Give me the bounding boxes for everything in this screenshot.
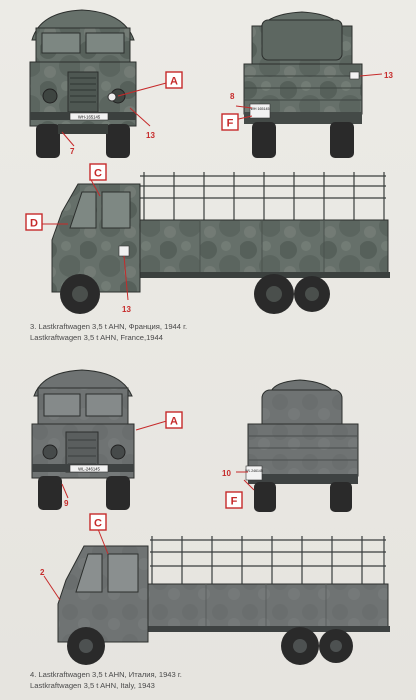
plate-rear-2: WL 246145 (245, 469, 262, 473)
caption-variant3-line2: Lastkraftwagen 3,5 t AHN, France,1944 (30, 333, 163, 342)
rear-view-1: WH 165145 (243, 11, 363, 158)
callout-13-rear: 13 (384, 71, 393, 80)
side-view-1 (51, 172, 390, 314)
caption-variant3-line1: 3. Lastkraftwagen 3,5 t AHN, Франция, 19… (30, 322, 188, 331)
rear-view-2: WL 246145 (245, 379, 359, 512)
callouts (40, 73, 383, 601)
callout-C-1: C (89, 163, 107, 181)
svg-text:F: F (227, 118, 234, 130)
callout-A-2: A (165, 411, 183, 429)
callout-A-1: A (165, 71, 183, 89)
plate-rear-1: WH 165145 (251, 107, 270, 111)
svg-text:C: C (94, 518, 102, 530)
callout-F-2: F (225, 491, 243, 509)
caption-variant4-line1: 4. Lastkraftwagen 3,5 t AHN, Италия, 194… (30, 670, 182, 679)
svg-text:C: C (94, 168, 102, 180)
svg-text:D: D (30, 218, 38, 230)
callout-7: 7 (70, 147, 75, 156)
callout-2: 2 (40, 568, 45, 577)
plate-front-1: WH-165145 (78, 115, 101, 120)
callout-9: 9 (64, 499, 69, 508)
svg-text:A: A (170, 416, 178, 428)
side-view-2 (57, 536, 390, 665)
number-callouts: 13 7 13 8 13 9 10 2 (40, 71, 393, 577)
callout-D-1: D (25, 213, 43, 231)
callout-8: 8 (230, 92, 235, 101)
callout-F-1: F (221, 113, 239, 131)
plate-front-2: WL-246145 (78, 467, 100, 472)
svg-text:F: F (231, 496, 238, 508)
caption-variant4-line2: Lastkraftwagen 3,5 t AHN, Italy, 1943 (30, 681, 155, 690)
front-view-1: WH-165145 (29, 9, 137, 158)
callout-13-side: 13 (122, 305, 131, 314)
svg-text:A: A (170, 76, 178, 88)
callout-10: 10 (222, 469, 231, 478)
callout-13-front: 13 (146, 131, 155, 140)
callout-C-2: C (89, 513, 107, 531)
front-view-2: WL-246145 (31, 369, 135, 510)
